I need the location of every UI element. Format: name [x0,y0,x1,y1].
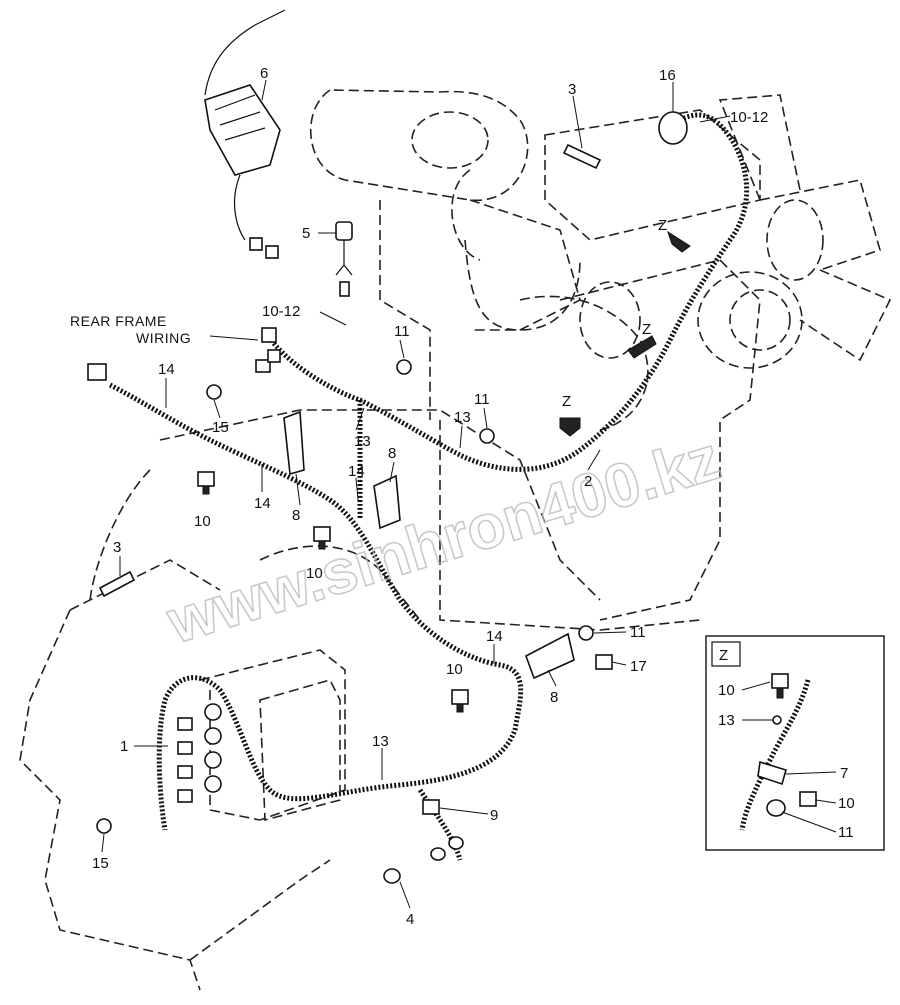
callout-14-a: 14 [158,361,175,378]
callout-8-c: 8 [550,689,558,706]
callout-13-b: 13 [454,409,471,426]
callout-5: 5 [302,225,310,242]
callout-6: 6 [260,65,268,82]
view-arrow-z-a: Z [562,393,571,410]
rear-frame-label-line2: WIRING [136,330,191,346]
callout-11-a: 11 [394,323,410,340]
bolt-10c [451,689,469,713]
callout-10-a: 10 [194,513,211,530]
callout-4: 4 [406,911,414,928]
detail-callout-7: 7 [840,765,848,782]
callout-11-b: 11 [474,391,490,408]
callout-13-c: 13 [372,733,389,750]
rear-frame-label-line1: REAR FRAME [70,313,167,329]
detail-callout-10b: 10 [838,795,855,812]
callout-11-c: 11 [630,624,646,641]
callout-16: 16 [659,67,676,84]
callout-10-12-top: 10-12 [730,109,768,126]
callout-10-c: 10 [446,661,463,678]
detail-callout-11: 11 [838,824,854,841]
callout-14-b: 14 [348,463,365,480]
detail-z-box [705,635,885,851]
detail-title: Z [719,647,728,664]
bolt-17 [595,654,613,670]
detail-callout-10: 10 [718,682,735,699]
callout-15-a: 15 [212,419,229,436]
callout-3-top: 3 [568,81,576,98]
detail-callout-13: 13 [718,712,735,729]
callout-3-left: 3 [113,539,121,556]
callout-1: 1 [120,738,128,755]
bolt-10a [197,471,215,495]
callout-8-a: 8 [388,445,396,462]
leader-lines [101,79,837,909]
callout-9: 9 [490,807,498,824]
callout-13-a: 13 [354,433,371,450]
bolt-9 [422,799,440,815]
callout-15-b: 15 [92,855,109,872]
callout-10-b: 10 [306,565,323,582]
wire-harness [108,112,750,861]
parts [87,9,691,884]
view-arrow-z-c: Z [658,217,667,234]
callout-10-12-mid: 10-12 [262,303,300,320]
bolt-10b [313,526,331,550]
callout-2: 2 [584,473,592,490]
callout-17: 17 [630,658,647,675]
callout-14-c: 14 [254,495,271,512]
callout-8-b: 8 [292,507,300,524]
callout-14-d: 14 [486,628,503,645]
callout-labels: REAR FRAME WIRING 16 10-12 3 6 5 10-12 1… [70,65,855,928]
view-arrow-z-b: Z [642,321,651,338]
